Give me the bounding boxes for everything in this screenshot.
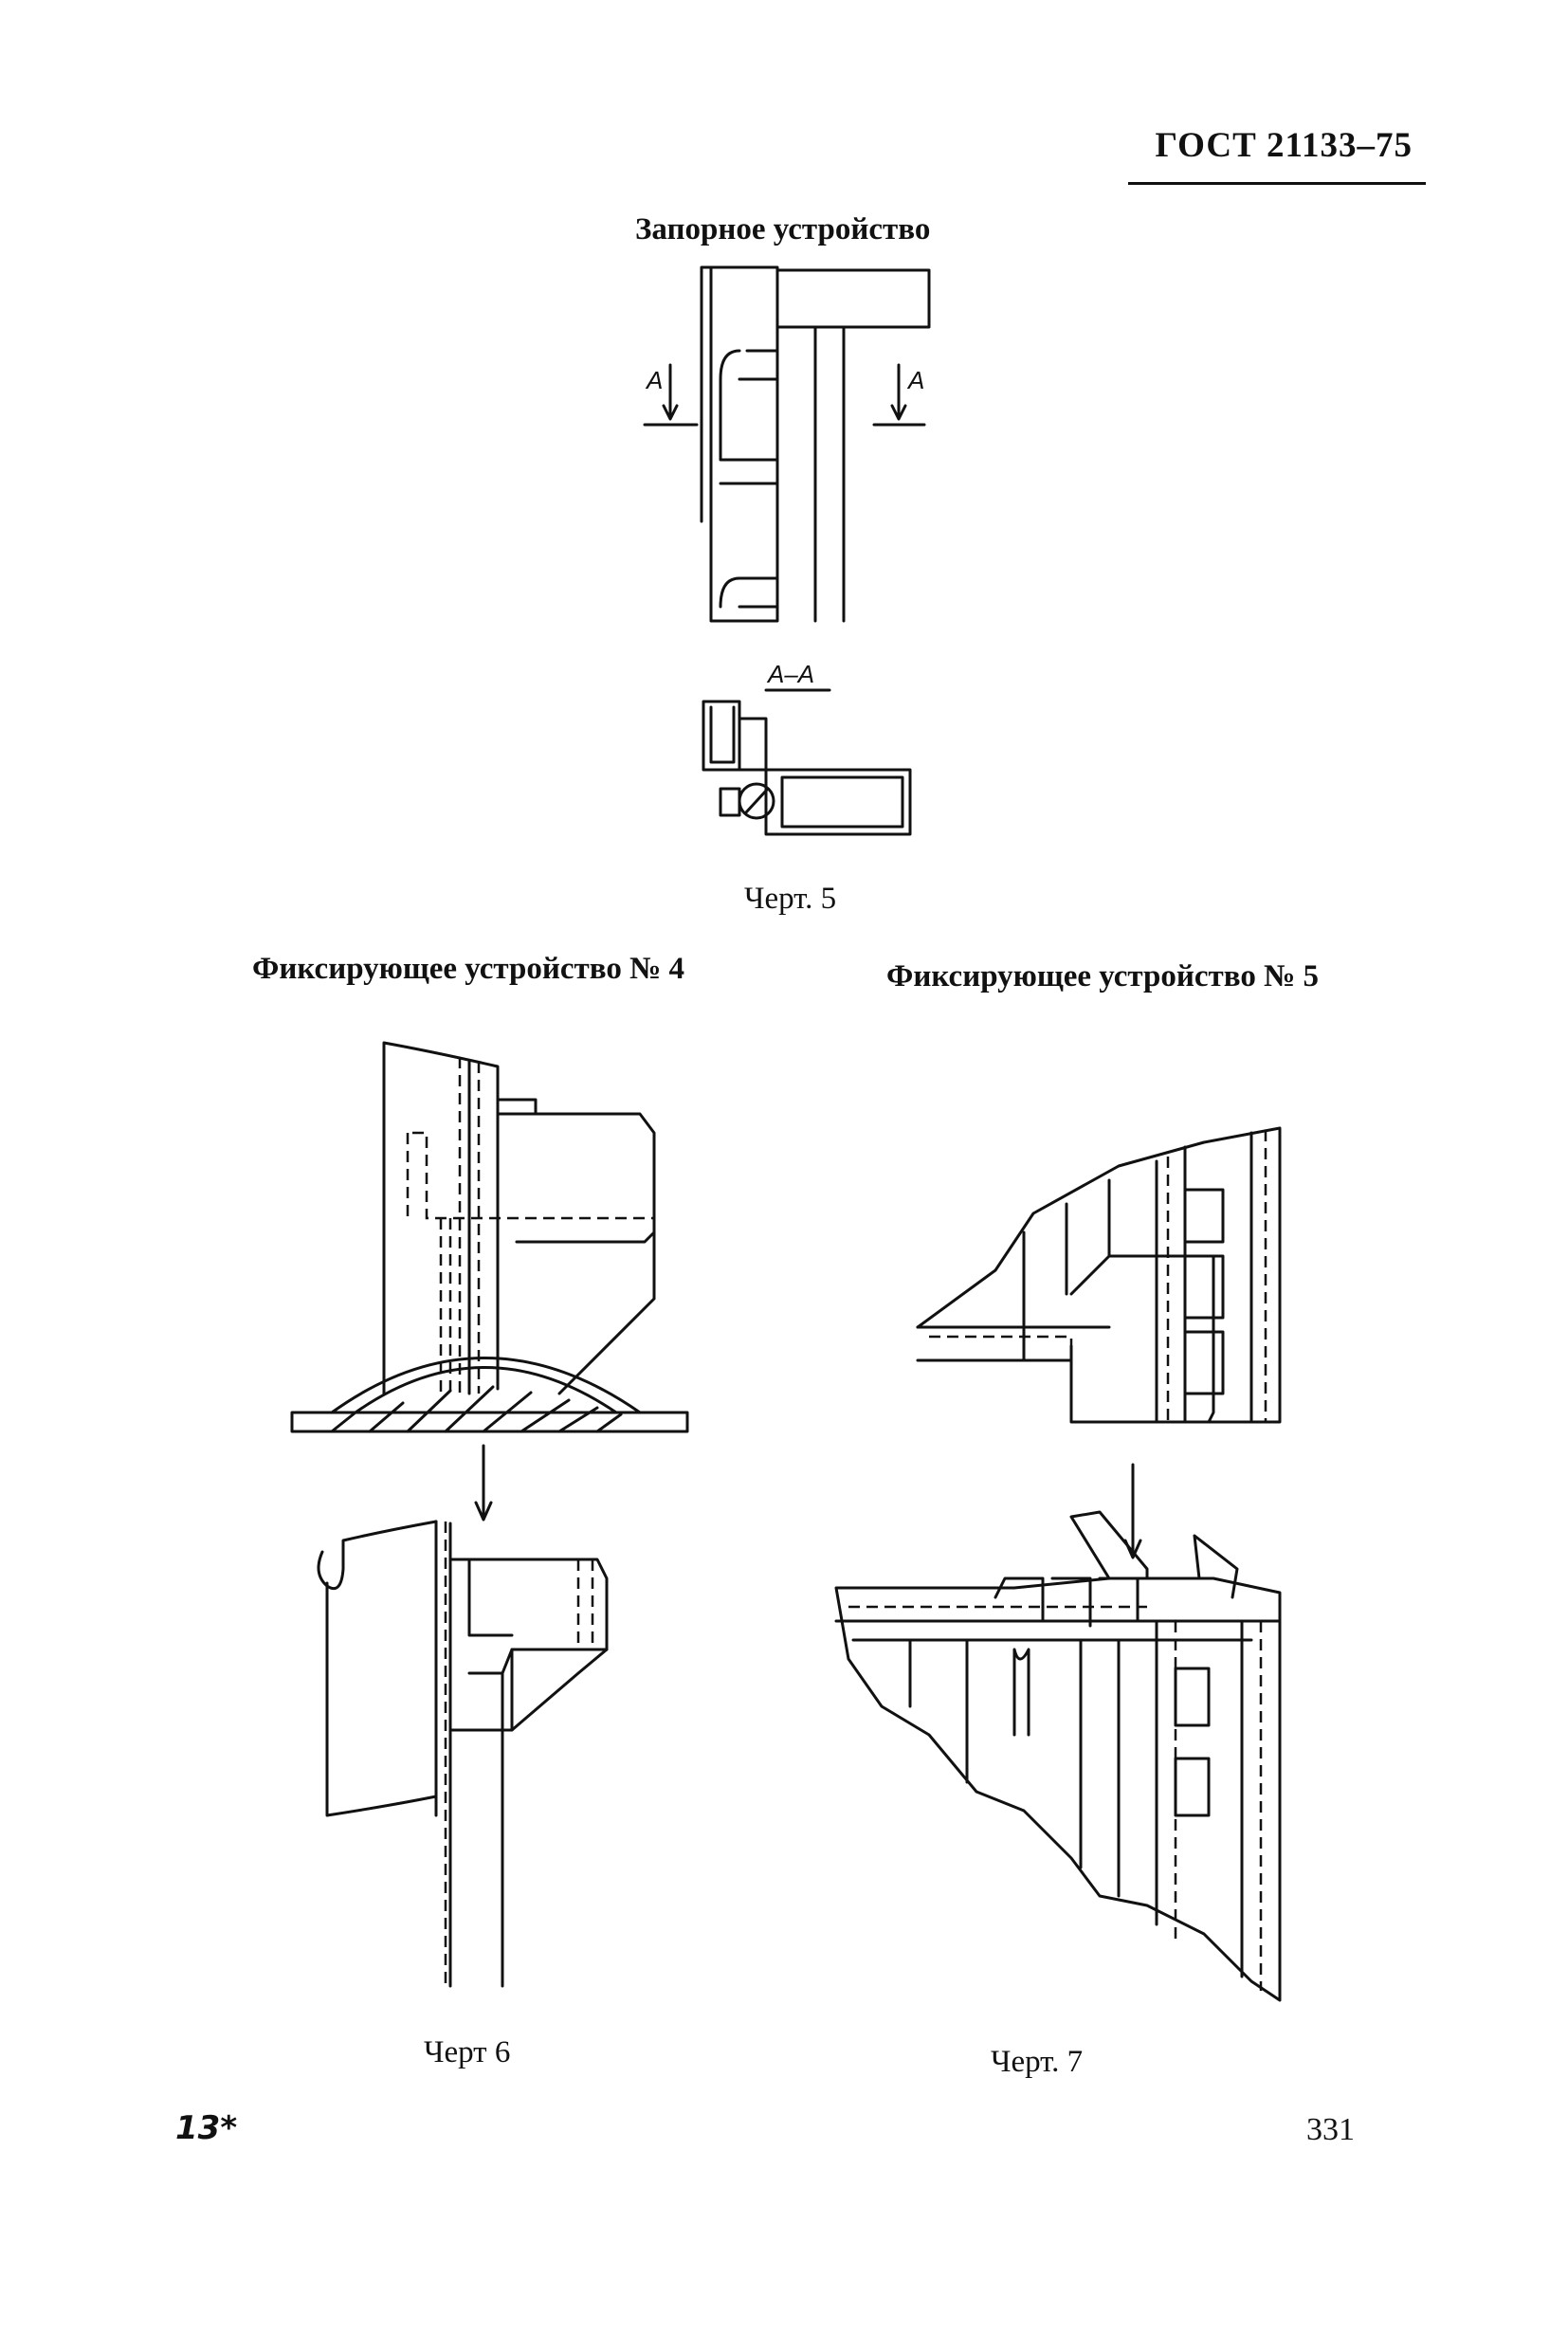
- section-mark-left: А: [645, 366, 663, 394]
- section-mark-right: А: [906, 366, 924, 394]
- figure7-drawing: [834, 1126, 1282, 2002]
- figure5-title: Запорное устройство: [635, 212, 931, 246]
- figure5-drawing: А А А–А: [643, 265, 931, 836]
- header-rule: [1128, 182, 1426, 185]
- figure7-title: Фиксирующее устройство № 5: [886, 959, 1319, 993]
- figure6-title: Фиксирующее устройство № 4: [252, 952, 684, 986]
- figure6-drawing: [290, 1041, 689, 1988]
- signature-mark: 13*: [175, 2109, 238, 2147]
- standard-number: ГОСТ 21133–75: [1155, 126, 1413, 165]
- figure5-caption: Черт. 5: [744, 882, 837, 916]
- figure6-caption: Черт 6: [424, 2035, 511, 2069]
- figure7-caption: Черт. 7: [991, 2045, 1084, 2079]
- section-label: А–А: [766, 660, 814, 688]
- page-number: 331: [1306, 2112, 1355, 2147]
